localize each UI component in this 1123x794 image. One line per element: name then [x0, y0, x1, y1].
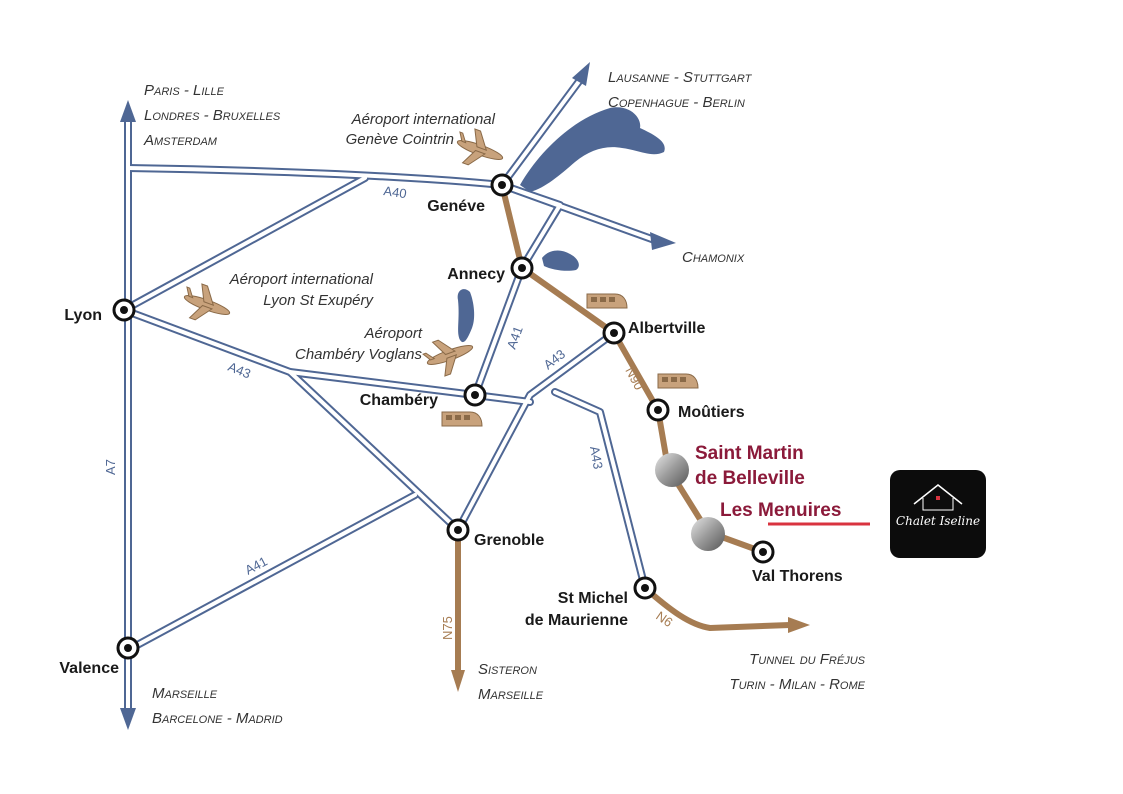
- arrow-north-icon: [120, 100, 136, 122]
- dest-londres-bruxelles: Londres - Bruxelles: [144, 107, 281, 124]
- train-icon: [586, 293, 628, 309]
- city-moutiers: Moûtiers: [678, 404, 745, 421]
- dest-barcelone-madrid: Barcelone - Madrid: [152, 710, 283, 727]
- chalet-logo-text: Chalet Iseline: [895, 514, 981, 528]
- dest-marseille-sw: Marseille: [152, 685, 218, 702]
- node-val-thorens: [751, 540, 775, 564]
- airport-lyon-line2: Lyon St Exupéry: [263, 292, 374, 309]
- airport-chambery-line2: Chambéry Voglans: [295, 346, 423, 363]
- city-st-michel-line2: de Maurienne: [525, 612, 628, 629]
- city-grenoble: Grenoble: [474, 532, 544, 549]
- dest-sisteron: Sisteron: [478, 661, 537, 678]
- node-annecy: [510, 256, 534, 280]
- dest-turin-milan-rome: Turin - Milan - Rome: [729, 676, 865, 693]
- arrow-east-icon: [650, 232, 676, 250]
- node-st-michel: [633, 576, 657, 600]
- resort-marker-les-menuires: [691, 517, 725, 551]
- chalet-logo: Chalet Iseline: [890, 470, 986, 558]
- node-grenoble: [446, 518, 470, 542]
- road-label-a40: A40: [383, 183, 408, 201]
- node-chambery: [463, 383, 487, 407]
- city-nodes: [112, 173, 775, 660]
- road-label-a7: A7: [103, 459, 118, 475]
- city-annecy: Annecy: [447, 266, 505, 283]
- city-val-thorens: Val Thorens: [752, 568, 843, 585]
- airplane-icon: [422, 339, 474, 377]
- house-roof-icon: [913, 484, 963, 511]
- city-valence: Valence: [59, 660, 119, 677]
- resort-marker-saint-martin: [655, 453, 689, 487]
- node-geneve: [490, 173, 514, 197]
- city-geneve: Genéve: [427, 198, 485, 215]
- airplane-icon: [183, 283, 231, 321]
- airport-lyon-line1: Aéroport international: [229, 271, 374, 288]
- airport-geneve-line2: Genève Cointrin: [346, 131, 454, 148]
- node-lyon: [112, 298, 136, 322]
- dest-lausanne-stuttgart: Lausanne - Stuttgart: [608, 69, 753, 86]
- road-label-a43-west: A43: [226, 359, 253, 382]
- airport-geneve-line1: Aéroport international: [351, 111, 496, 128]
- dest-chamonix: Chamonix: [682, 249, 745, 266]
- arrow-northeast-icon: [572, 62, 590, 86]
- city-albertville: Albertville: [628, 320, 705, 337]
- train-icon: [441, 411, 483, 427]
- airport-chambery-line1: Aéroport: [363, 325, 422, 342]
- node-valence: [116, 636, 140, 660]
- train-icon: [657, 373, 699, 389]
- dest-amsterdam: Amsterdam: [143, 132, 218, 149]
- road-label-a41-north: A41: [504, 324, 526, 351]
- arrow-n6-icon: [788, 617, 810, 633]
- lake-bourget: [457, 289, 475, 343]
- dest-tunnel-frejus: Tunnel du Fréjus: [749, 651, 866, 668]
- resort-saint-martin-line1: Saint Martin: [695, 443, 804, 464]
- dest-paris-lille: Paris - Lille: [144, 82, 225, 99]
- city-chambery: Chambéry: [360, 392, 438, 409]
- node-albertville: [602, 321, 626, 345]
- dest-copenhague-berlin: Copenhague - Berlin: [608, 94, 745, 111]
- city-lyon: Lyon: [64, 307, 102, 324]
- road-label-a43-east: A43: [587, 445, 606, 470]
- lake-leman: [520, 107, 665, 192]
- arrow-n75-icon: [451, 670, 465, 692]
- resort-saint-martin-line2: de Belleville: [695, 468, 805, 489]
- arrow-south-icon: [120, 708, 136, 730]
- city-st-michel-line1: St Michel: [558, 590, 628, 607]
- resort-les-menuires: Les Menuires: [720, 500, 841, 521]
- lake-annecy: [542, 250, 579, 271]
- node-moutiers: [646, 398, 670, 422]
- road-label-n75: N75: [440, 616, 455, 640]
- airplane-icon: [456, 128, 504, 166]
- dest-marseille-s: Marseille: [478, 686, 544, 703]
